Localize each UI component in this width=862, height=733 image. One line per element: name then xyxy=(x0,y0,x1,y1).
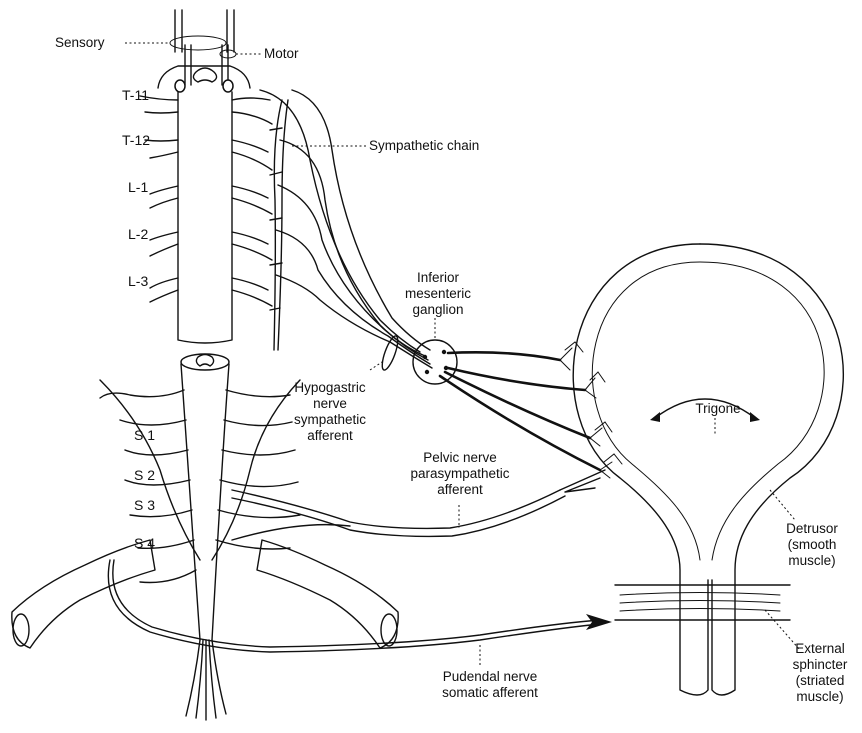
label-hypogastric-4: afferent xyxy=(307,428,353,443)
label-hypogastric-2: nerve xyxy=(313,396,347,411)
label-pelvic-1: Pelvic nerve xyxy=(423,450,497,465)
bladder xyxy=(565,244,843,695)
segment-t12: T-12 xyxy=(122,132,150,148)
label-pelvic-3: afferent xyxy=(437,482,483,497)
label-inferior-mesenteric-3: ganglion xyxy=(412,302,463,317)
label-external-3: (striated xyxy=(796,673,845,688)
thoracolumbar-spinal-cord xyxy=(140,10,432,368)
segment-l2: L-2 xyxy=(128,226,148,242)
label-pelvic-2: parasympathetic xyxy=(410,466,509,481)
segment-l3: L-3 xyxy=(128,273,148,289)
label-detrusor-1: Detrusor xyxy=(786,521,838,536)
label-pudendal-2: somatic afferent xyxy=(442,685,538,700)
label-inferior-mesenteric-2: mesenteric xyxy=(405,286,471,301)
label-trigone: Trigone xyxy=(695,401,740,416)
segment-t11: T-11 xyxy=(122,87,149,103)
segment-l1: L-1 xyxy=(128,179,148,195)
pudendal-nerve xyxy=(108,560,612,652)
label-pudendal-1: Pudendal nerve xyxy=(443,669,538,684)
label-external-1: External xyxy=(795,641,845,656)
label-detrusor-2: (smooth xyxy=(788,537,837,552)
label-sensory: Sensory xyxy=(55,35,105,50)
segment-s1: S 1 xyxy=(134,427,155,443)
label-external-2: sphincter xyxy=(793,657,848,672)
label-external-4: muscle) xyxy=(796,689,843,704)
segment-s3: S 3 xyxy=(134,497,155,513)
label-sympathetic-chain: Sympathetic chain xyxy=(369,138,479,153)
label-motor: Motor xyxy=(264,46,299,61)
segment-s4: S 4 xyxy=(134,535,155,551)
label-hypogastric-1: Hypogastric xyxy=(294,380,366,395)
label-inferior-mesenteric-1: Inferior xyxy=(417,270,460,285)
segment-s2: S 2 xyxy=(134,467,155,483)
label-detrusor-3: muscle) xyxy=(788,553,835,568)
leader-lines xyxy=(125,36,800,665)
label-hypogastric-3: sympathetic xyxy=(294,412,366,427)
